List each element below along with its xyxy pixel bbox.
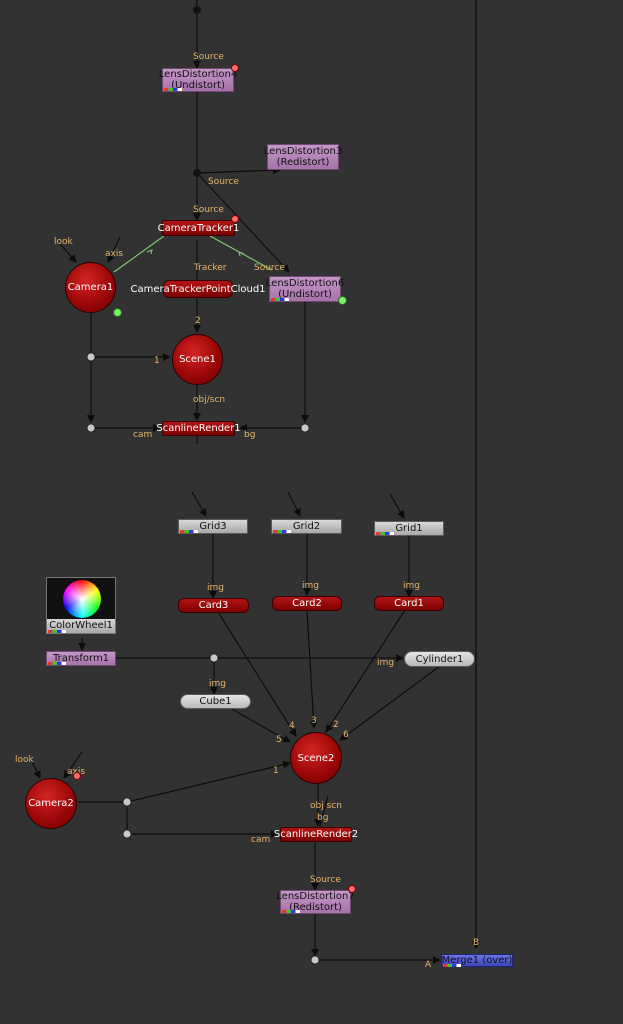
node-label: Grid3 <box>199 521 227 532</box>
node-label: CameraTracker1 <box>157 222 240 234</box>
node-label: LensDistortion7 <box>276 891 355 902</box>
color-wheel-thumbnail <box>63 580 101 618</box>
node-cameratracker1[interactable]: CameraTracker1 <box>158 220 239 236</box>
node-label: Grid1 <box>395 523 423 534</box>
node-label: ScanlineRender2 <box>273 829 359 840</box>
channel-indicator-icon <box>180 530 198 533</box>
input-label-obj-scn: obj scn <box>310 801 342 811</box>
node-cube1[interactable]: Cube1 <box>180 694 251 709</box>
input-label-tracker: Tracker <box>194 263 227 273</box>
input-label-6: 6 <box>343 730 349 740</box>
node-colorwheel1[interactable]: ColorWheel1 <box>46 577 116 634</box>
input-label-source: Source <box>254 263 285 273</box>
input-label-look: look <box>54 237 73 247</box>
input-label-5: 5 <box>276 735 282 745</box>
node-scanlinerender1[interactable]: ScanlineRender1 <box>156 421 241 436</box>
node-label: Camera1 <box>67 282 114 293</box>
node-cylinder1[interactable]: Cylinder1 <box>404 651 475 667</box>
node-cameratrackerpointcloud1[interactable]: CameraTrackerPointCloud1 <box>130 280 266 298</box>
input-label-source: Source <box>208 177 239 187</box>
node-label: Card3 <box>198 600 229 611</box>
input-label-bg: bg <box>317 813 329 823</box>
output-dot-icon <box>338 296 347 305</box>
node-label: Card2 <box>292 598 322 609</box>
input-label-cam: cam <box>251 835 271 845</box>
node-mode: (Undistort) <box>278 289 332 300</box>
input-label-2: 2 <box>333 720 339 730</box>
input-label-img: img <box>209 679 226 689</box>
node-card1[interactable]: Card1 <box>374 596 444 611</box>
input-label-3: 3 <box>311 716 317 726</box>
node-label: LensDistortion3 <box>263 146 343 157</box>
input-label-img: img <box>207 583 224 593</box>
node-label: Merge1 (over) <box>441 955 513 966</box>
channel-indicator-icon <box>443 964 461 967</box>
node-label: CameraTrackerPointCloud1 <box>130 283 266 295</box>
node-label: LensDistortion4 <box>158 69 238 80</box>
node-lensdistortion7[interactable]: LensDistortion7 (Redistort) <box>276 890 355 914</box>
node-label: Cylinder1 <box>415 653 464 665</box>
output-dot-icon <box>113 308 122 317</box>
node-label: Camera2 <box>28 798 74 809</box>
input-label-a: A <box>425 960 432 970</box>
channel-indicator-icon <box>376 532 394 535</box>
node-mode: (Redistort) <box>289 902 342 913</box>
node-label: Scene1 <box>179 354 216 365</box>
channel-indicator-icon <box>271 298 289 301</box>
node-lensdistortion6[interactable]: LensDistortion6 (Undistort) <box>265 276 345 302</box>
node-mode: (Redistort) <box>276 157 330 168</box>
node-label: LensDistortion6 <box>265 278 345 289</box>
node-scene1[interactable]: Scene1 <box>172 334 223 385</box>
input-label-look: look <box>15 755 34 765</box>
input-label-1: 1 <box>154 356 160 366</box>
node-lensdistortion3[interactable]: LensDistortion3 (Redistort) <box>263 144 343 170</box>
input-label-b: B <box>473 938 480 948</box>
input-label-source: Source <box>193 52 224 62</box>
input-label-2: 2 <box>195 316 201 326</box>
node-tag-icon <box>231 64 239 72</box>
node-camera1[interactable]: Camera1 <box>65 262 116 313</box>
node-label: Transform1 <box>52 653 110 664</box>
input-label-img: img <box>302 581 319 591</box>
input-label-bg: bg <box>244 430 256 440</box>
node-camera2[interactable]: Camera2 <box>25 778 77 829</box>
node-card3[interactable]: Card3 <box>178 598 249 613</box>
input-label-cam: cam <box>133 430 153 440</box>
node-label: ScanlineRender1 <box>156 423 241 434</box>
input-label-source: Source <box>193 205 224 215</box>
channel-indicator-icon <box>48 662 66 665</box>
input-label-img: img <box>377 658 394 668</box>
node-label: Cube1 <box>199 696 232 707</box>
channel-indicator-icon <box>282 910 300 913</box>
node-tag-icon <box>231 215 239 223</box>
node-scanlinerender2[interactable]: ScanlineRender2 <box>274 827 358 842</box>
input-label-1: 1 <box>273 766 279 776</box>
node-tag-icon <box>348 885 356 893</box>
input-label-obj-scn: obj/scn <box>193 395 226 405</box>
channel-indicator-icon <box>48 630 66 633</box>
node-label: Scene2 <box>297 752 335 764</box>
node-card2[interactable]: Card2 <box>272 596 342 611</box>
channel-indicator-icon <box>164 88 182 91</box>
node-label: Grid2 <box>292 521 321 532</box>
channel-indicator-icon <box>273 530 291 533</box>
node-tag-icon <box>73 772 81 780</box>
node-label: ColorWheel1 <box>47 619 115 633</box>
node-scene2[interactable]: Scene2 <box>290 732 342 784</box>
node-label: Card1 <box>394 598 424 609</box>
input-label-img: img <box>403 581 420 591</box>
node-mode: (Undistort) <box>171 80 225 91</box>
node-merge1[interactable]: Merge1 (over) <box>441 954 513 967</box>
input-label-axis: axis <box>105 249 124 259</box>
input-label-4: 4 <box>289 721 295 731</box>
input-label-source: Source <box>310 875 341 885</box>
